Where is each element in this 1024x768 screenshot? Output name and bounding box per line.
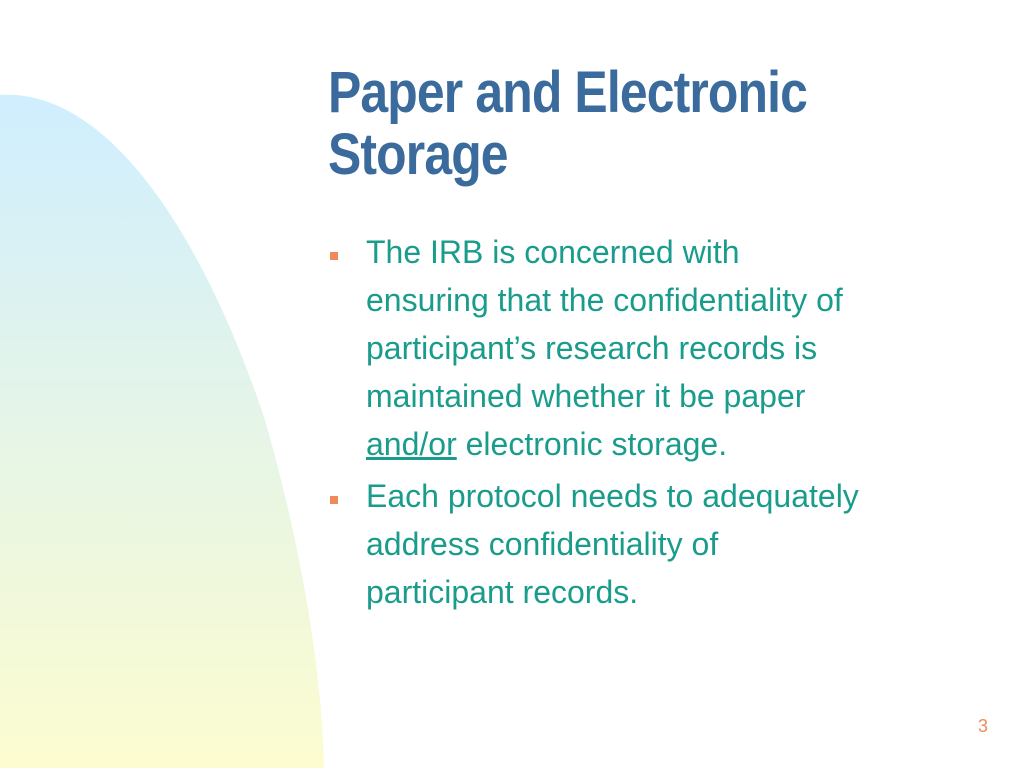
bullet-2-line-3: participant records.	[366, 574, 639, 610]
slide-title-line-1: Paper and Electronic	[328, 60, 808, 125]
bullet-list: The IRB is concerned with ensuring that …	[328, 228, 1004, 620]
bullet-1-line-2: ensuring that the confidentiality of	[366, 282, 843, 318]
bullet-1-line-1: The IRB is concerned with	[366, 234, 740, 270]
underlined-and-or: and/or	[366, 426, 457, 462]
slide-title: Paper and Electronic Storage	[328, 62, 913, 186]
square-bullet-icon	[330, 252, 338, 260]
bullet-1-line-5-rest: electronic storage.	[456, 426, 728, 462]
bullet-item-protocol: Each protocol needs to adequately addres…	[328, 472, 1004, 616]
bullet-1-line-5: and/or electronic storage.	[366, 420, 1004, 468]
bullet-2-line-1: Each protocol needs to adequately	[366, 478, 859, 514]
page-number: 3	[977, 716, 988, 736]
bullet-1-line-4: maintained whether it be paper	[366, 378, 806, 414]
slide-title-line-2: Storage	[328, 122, 509, 187]
square-bullet-icon	[330, 496, 338, 504]
bullet-2-line-2: address confidentiality of	[366, 526, 719, 562]
bullet-1-line-3: participant’s research records is	[366, 330, 818, 366]
bullet-item-irb-concern: The IRB is concerned with ensuring that …	[328, 228, 1004, 468]
